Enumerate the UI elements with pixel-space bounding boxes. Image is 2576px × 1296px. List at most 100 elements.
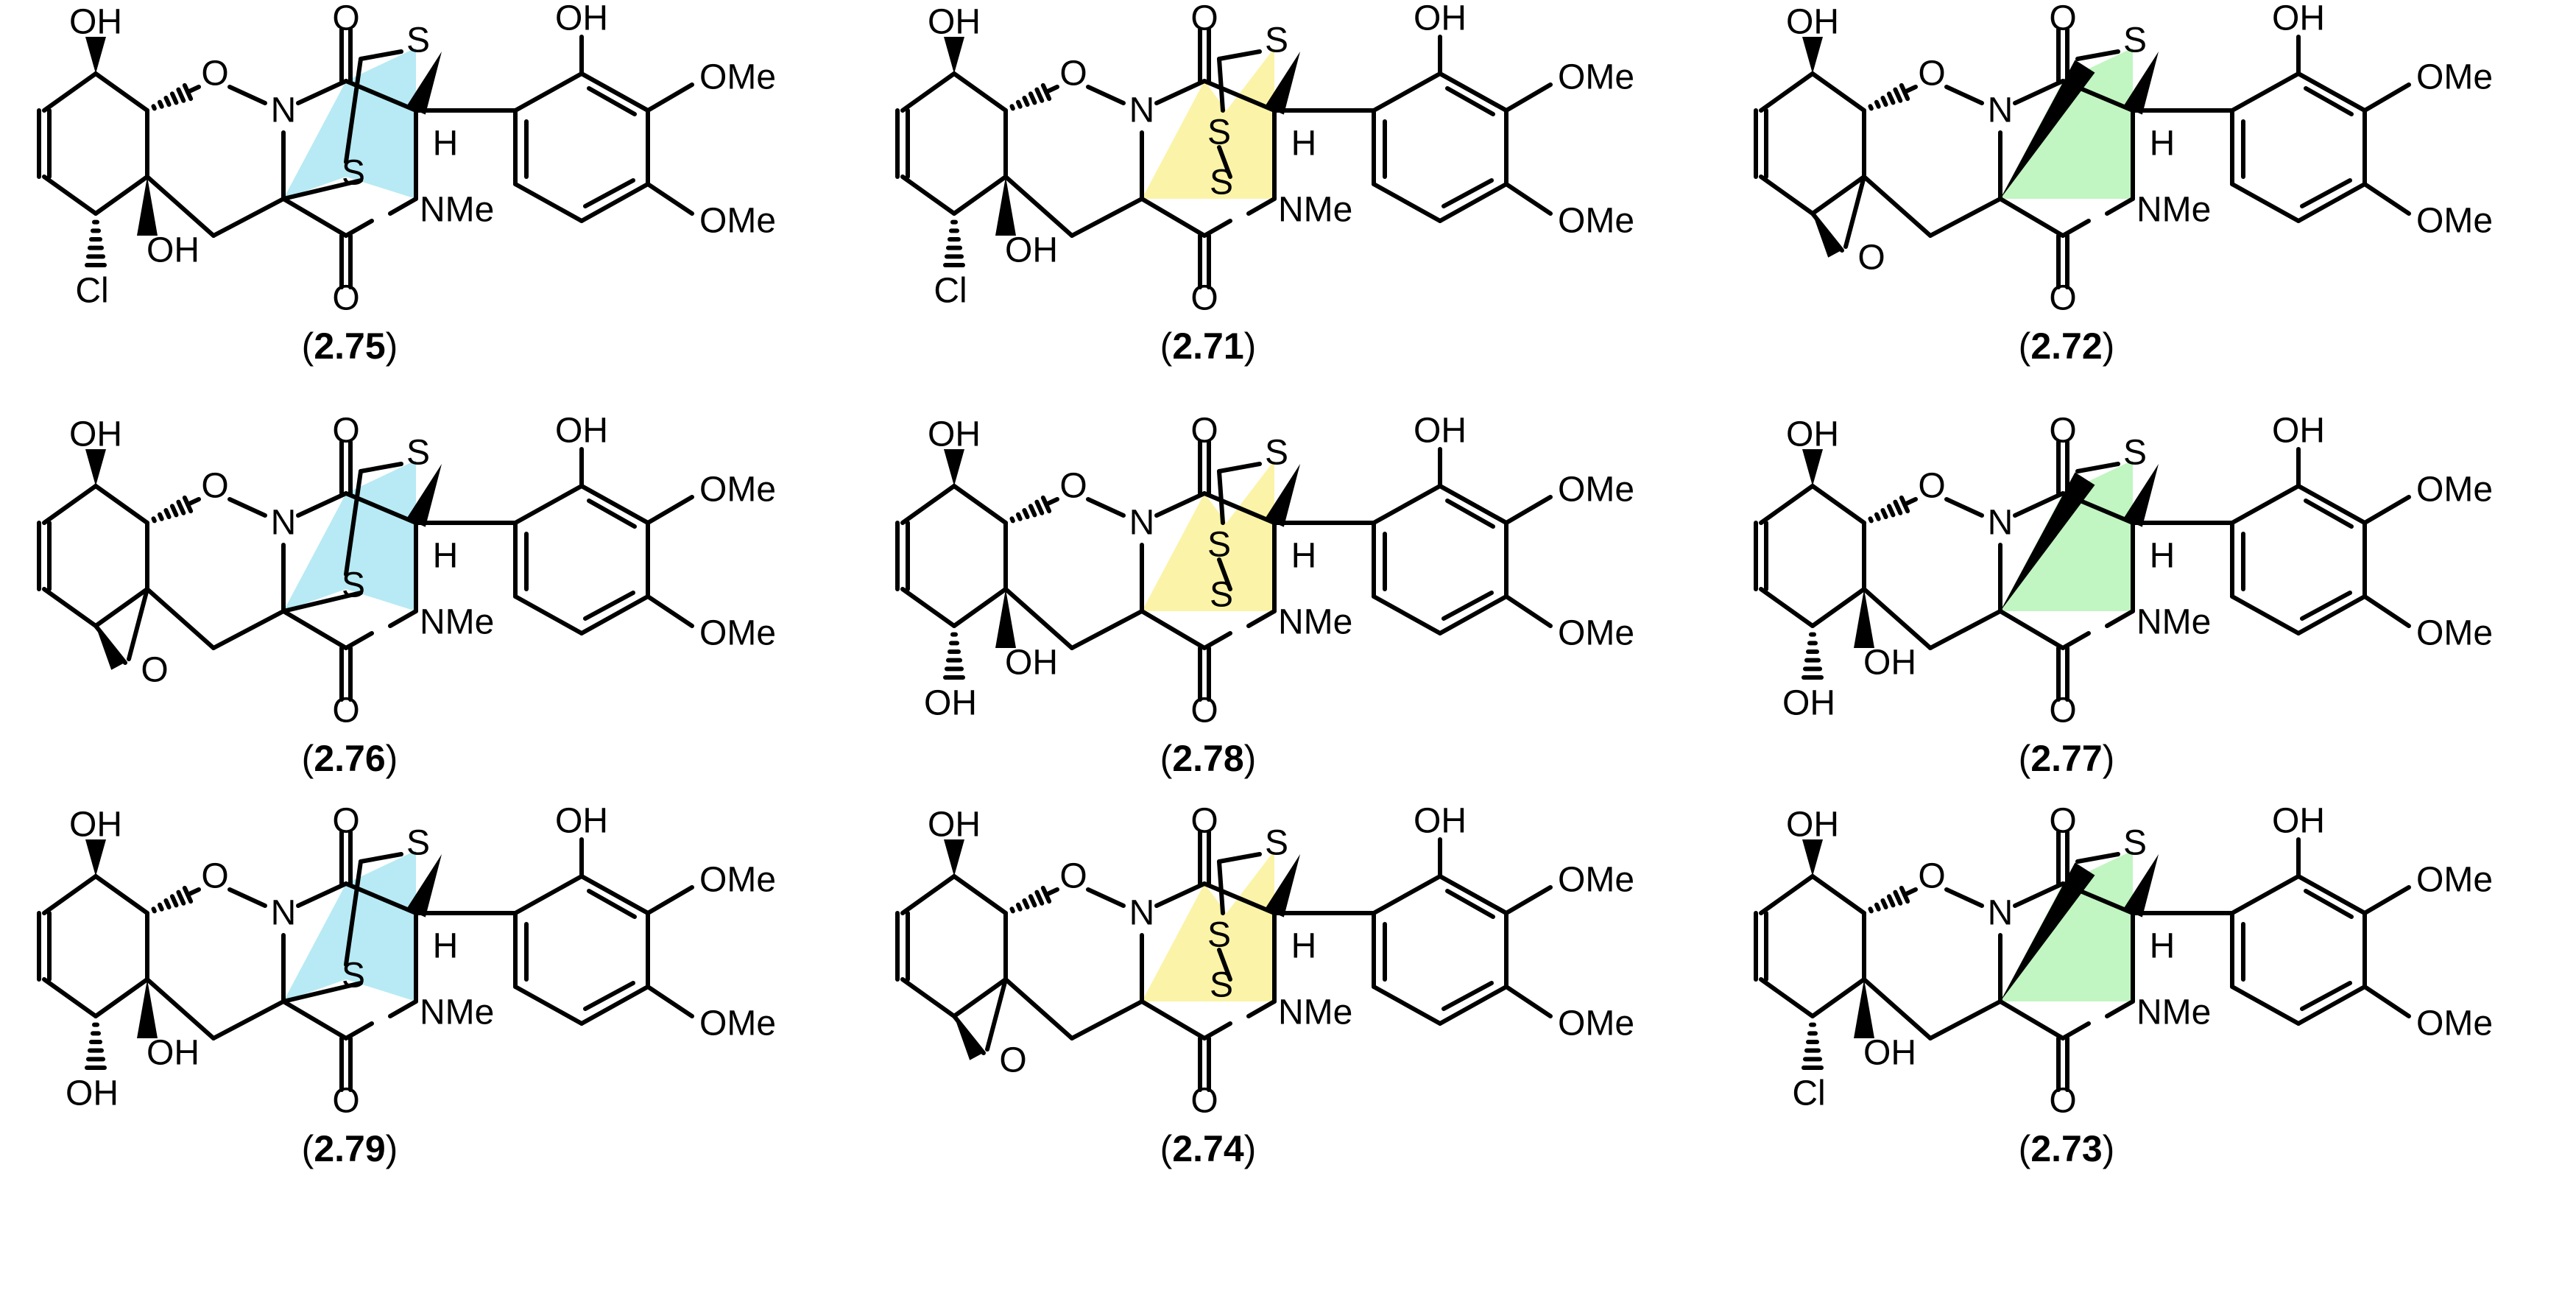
compound-number: 2.71	[1172, 325, 1243, 367]
hydroxyl-label: OH	[928, 415, 981, 454]
hydroxyl-label: OH	[2272, 802, 2325, 841]
hash-stroke	[1028, 504, 1037, 518]
hydroxyl-label: OH	[66, 1074, 119, 1113]
nitrogen-label: N	[1988, 894, 2014, 933]
ring-bond	[1154, 79, 1207, 105]
bond	[1044, 85, 1059, 94]
hash-stroke	[1015, 512, 1023, 521]
hydrogen-label: H	[2150, 124, 2176, 163]
hashed-bond	[85, 1022, 107, 1070]
ring-bond	[388, 609, 418, 628]
ring-bond	[1003, 587, 1074, 650]
wedge-bond	[85, 839, 106, 876]
ring-bond	[388, 197, 418, 216]
substituent-bond	[1504, 885, 1553, 915]
wedge-bond	[944, 37, 964, 74]
ring-bond	[42, 484, 98, 525]
hash-stroke	[1868, 906, 1874, 914]
wedge-bond	[1802, 839, 1823, 876]
substituent-bond	[1504, 182, 1553, 216]
ring-bond	[93, 71, 149, 113]
wedge-bond	[995, 589, 1016, 648]
ring-bond	[1759, 175, 1815, 216]
hash-stroke	[1874, 512, 1881, 521]
paren: (	[1160, 738, 1173, 779]
aryl-inner-bond	[1441, 178, 1494, 208]
hydroxyl-label: OH	[1414, 412, 1467, 451]
compound-label: (2.75)	[302, 325, 398, 367]
wedge-bond	[137, 979, 158, 1038]
paren: )	[386, 738, 398, 779]
ring-bond	[1810, 71, 1866, 113]
epoxide-oxygen-label: O	[1857, 239, 1885, 278]
hashed-bond	[151, 495, 194, 524]
epoxide-bond	[985, 977, 1008, 1052]
nitrogen-label: N	[271, 894, 297, 933]
wedge-bond	[954, 1016, 983, 1060]
aryl-bond	[1438, 71, 1508, 113]
ring-bond	[2061, 219, 2091, 238]
paren: )	[2103, 1128, 2115, 1169]
chlorine-label: Cl	[75, 272, 108, 311]
ring-bond	[42, 175, 98, 216]
aryl-bond	[1372, 985, 1442, 1026]
hydroxyl-label: OH	[1863, 644, 1916, 683]
ring-oxygen-label: O	[1059, 54, 1087, 94]
compound-number: 2.73	[2030, 1128, 2102, 1169]
sulfur-bond	[1217, 859, 1225, 915]
ring-bond	[1070, 197, 1144, 238]
compound-number: 2.79	[314, 1128, 385, 1169]
hydroxyl-label: OH	[2272, 412, 2325, 451]
paren: )	[1244, 325, 1257, 367]
paren: (	[2019, 325, 2031, 367]
ring-bond	[1759, 977, 1815, 1018]
carbonyl-oxygen-label: O	[2049, 0, 2076, 38]
hashed-bond	[1009, 885, 1052, 914]
ring-bond	[211, 197, 286, 238]
ring-bond	[296, 491, 348, 518]
ring-bond	[281, 197, 348, 238]
aryl-bond	[1372, 484, 1442, 525]
sulfur-bond	[1217, 948, 1232, 982]
hydroxyl-label: OH	[1005, 644, 1058, 683]
aryl-inner-bond	[587, 499, 637, 529]
ring-bond	[952, 977, 1008, 1018]
chlorine-label: Cl	[934, 272, 967, 311]
hash-stroke	[1034, 499, 1045, 515]
ring-bond	[2105, 999, 2135, 1018]
hydroxyl-label: OH	[924, 684, 977, 723]
hydrogen-label: H	[2150, 927, 2176, 966]
wedge-bond	[944, 449, 964, 486]
ring-bond	[1086, 887, 1126, 908]
ring-bond	[1202, 1021, 1232, 1040]
ring-bond	[1759, 587, 1815, 628]
hash-stroke	[1034, 890, 1045, 906]
wedge-bond	[85, 37, 106, 74]
wedge-bond	[2123, 464, 2159, 527]
paren: )	[2103, 738, 2115, 779]
ring-bond	[1070, 999, 1144, 1040]
aryl-inner-bond	[1445, 86, 1495, 116]
methoxy-label: OMe	[1558, 614, 1634, 653]
methylamide-label: NMe	[2136, 191, 2211, 230]
ring-bond	[1810, 484, 1866, 525]
bond	[186, 497, 201, 507]
paren: )	[386, 1128, 398, 1169]
hydroxyl-label: OH	[1786, 3, 1839, 42]
aryl-inner-bond	[583, 178, 635, 208]
paren: (	[302, 325, 314, 367]
sulfur-label: S	[1207, 113, 1231, 152]
sulfur-bond	[2075, 852, 2120, 864]
sulfur-label: S	[342, 566, 365, 605]
hash-stroke	[1015, 902, 1023, 912]
aryl-bond	[513, 874, 584, 915]
carbonyl-oxygen-label: O	[1190, 1082, 1218, 1121]
paren: (	[1160, 325, 1173, 367]
substituent-bond	[1504, 495, 1553, 525]
ring-bond	[900, 71, 956, 113]
ring-bond	[952, 484, 1008, 525]
sulfur-label: S	[1210, 163, 1233, 202]
methoxy-label: OMe	[1558, 202, 1634, 241]
sulfide-bridge-highlight	[2000, 48, 2133, 199]
hash-stroke	[1868, 516, 1874, 524]
